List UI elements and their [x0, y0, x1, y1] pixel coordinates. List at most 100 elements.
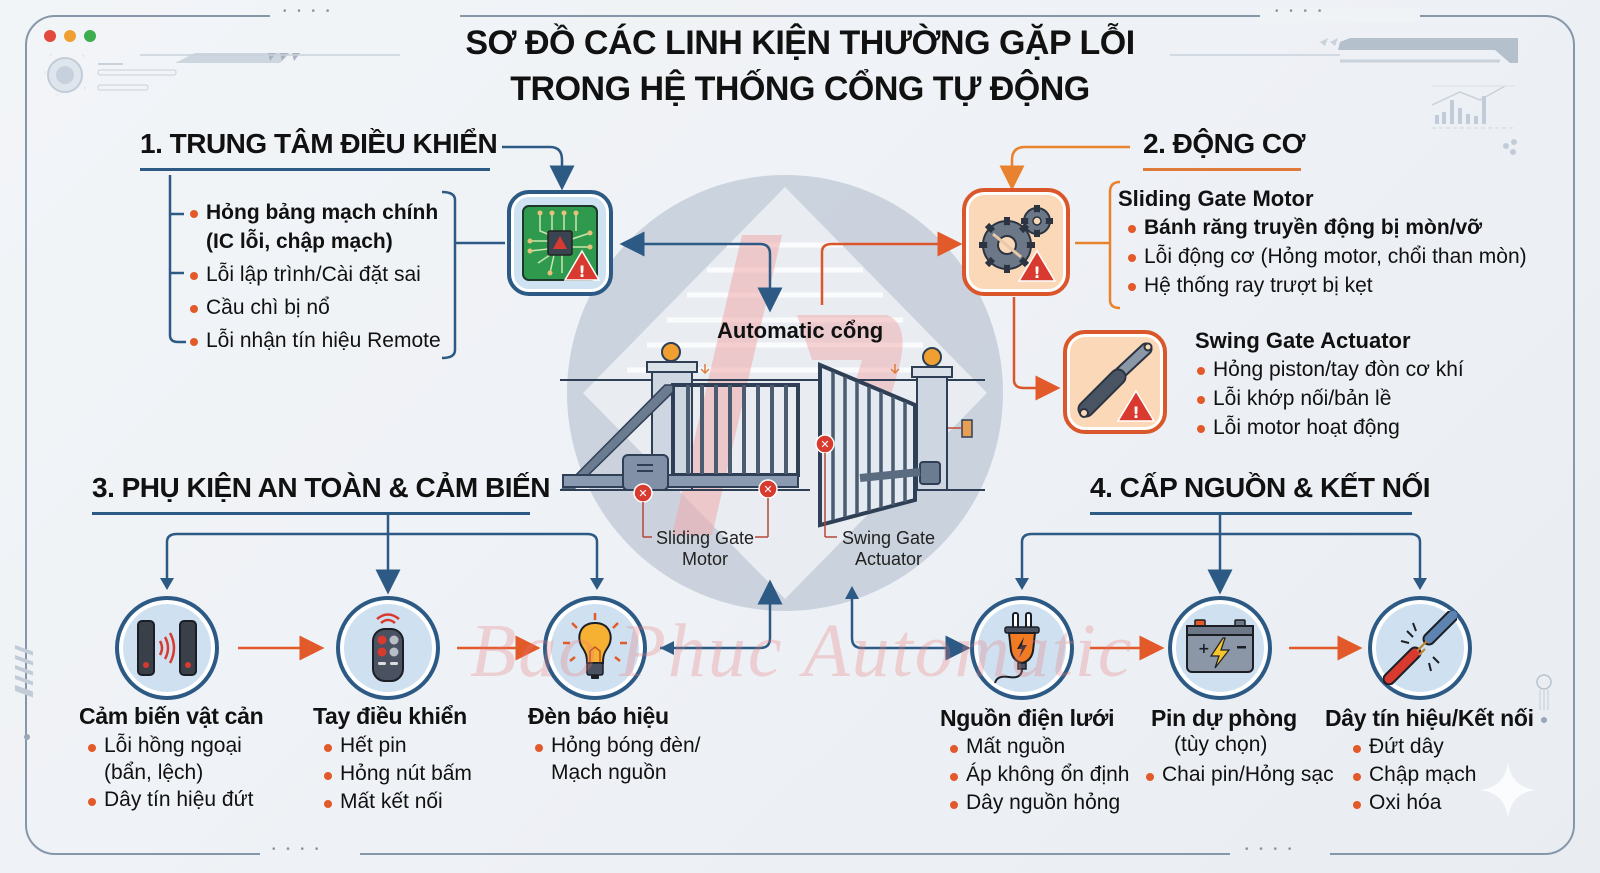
- gears-warning-icon: !: [979, 205, 1057, 282]
- section-underline: [92, 512, 530, 515]
- list-item: Hỏng piston/tay đòn cơ khí: [1195, 355, 1464, 384]
- list-item: Hệ thống ray trượt bị kẹt: [1126, 271, 1527, 300]
- photocell-sensor-icon: [137, 620, 197, 676]
- list-item: Lỗi động cơ (Hỏng motor, chổi than mòn): [1126, 242, 1527, 271]
- svg-text:!: !: [1033, 263, 1040, 282]
- actuator-warning-icon: !: [1077, 342, 1156, 422]
- list-item: Hết pin: [322, 732, 472, 760]
- caption-line: Actuator: [854, 549, 923, 569]
- section-title-control: 1. TRUNG TÂM ĐIỀU KHIỂN: [140, 128, 498, 159]
- sliding-gate-caption: Sliding Gate Motor: [650, 528, 760, 570]
- center-label: Automatic cổng: [717, 318, 884, 343]
- component-title: Cảm biến vật cản: [79, 703, 264, 729]
- header-decor-left-icon: [44, 53, 400, 96]
- power-plug-icon: [994, 612, 1040, 684]
- svg-text:!: !: [1132, 403, 1139, 422]
- component-fault-list: Mất nguồn Áp không ổn định Dây nguồn hỏn…: [948, 733, 1129, 817]
- list-item: Dây tín hiệu đứt: [86, 786, 253, 813]
- list-item: Lỗi khớp nối/bản lề: [1195, 384, 1464, 413]
- gate-illustration-icon: ✕ ✕ ✕: [560, 342, 985, 538]
- frame-gap: [260, 848, 360, 862]
- control-board-box: !: [507, 190, 613, 296]
- battery-icon: +: [1186, 619, 1254, 673]
- header-decor-right-icon: [1170, 38, 1518, 155]
- photocell-sensor-circle: [115, 596, 219, 700]
- component-title: Pin dự phòng: [1151, 705, 1297, 731]
- control-fault-list: Hỏng bảng mạch chính (IC lỗi, chập mạch)…: [188, 198, 441, 355]
- brand-watermark: Bao Phuc Automatic: [470, 609, 1134, 693]
- side-decor-left-icon: [15, 645, 33, 740]
- frame-gap: [270, 8, 460, 22]
- list-item-continuation: Mạch nguồn: [551, 761, 667, 784]
- list-item: Bánh răng truyền động bị mòn/vỡ: [1126, 213, 1527, 242]
- signal-cable-circle: [1368, 596, 1472, 700]
- list-item: Hỏng bảng mạch chính: [188, 198, 441, 227]
- list-item-continuation: (IC lỗi, chập mạch): [206, 230, 393, 253]
- swing-actuator-fault-list: Swing Gate Actuator Hỏng piston/tay đòn …: [1195, 326, 1464, 442]
- section-underline: [1143, 168, 1301, 171]
- list-item: Lỗi motor hoạt động: [1195, 413, 1464, 442]
- window-controls: [44, 30, 96, 42]
- component-title: Dây tín hiệu/Kết nối: [1325, 705, 1534, 731]
- component-title: Nguồn điện lưới: [940, 705, 1115, 731]
- remote-control-icon: [372, 613, 404, 682]
- decor-dots: • • • •: [272, 844, 323, 855]
- list-item: Cầu chì bị nổ: [188, 293, 441, 322]
- power-plug-circle: [970, 596, 1074, 700]
- page-title: SƠ ĐỒ CÁC LINH KIỆN THƯỜNG GẶP LỖI TRONG…: [380, 20, 1220, 112]
- section-title-safety: 3. PHỤ KIỆN AN TOÀN & CẢM BIẾN: [92, 472, 550, 503]
- remote-control-circle: [336, 596, 440, 700]
- close-dot-icon: [44, 30, 56, 42]
- list-item: Lỗi hồng ngoại: [86, 732, 253, 759]
- list-item-continuation: (bẩn, lệch): [104, 761, 204, 784]
- broken-cable-icon: [1383, 611, 1457, 685]
- caption-line: Swing Gate: [841, 528, 936, 548]
- component-title: Đèn báo hiệu: [528, 703, 669, 729]
- decor-dots: • • • •: [1245, 844, 1296, 855]
- section-title-power: 4. CẤP NGUỒN & KẾT NỐI: [1090, 472, 1431, 503]
- circuit-board-warning-icon: !: [522, 205, 600, 281]
- sliding-motor-fault-list: Sliding Gate Motor Bánh răng truyền động…: [1118, 184, 1527, 300]
- caption-line: Sliding Gate: [655, 528, 755, 548]
- list-item: Lỗi nhận tín hiệu Remote: [188, 326, 441, 355]
- section-underline: [1090, 512, 1412, 515]
- section-underline: [140, 168, 490, 171]
- battery-circle: +: [1168, 596, 1272, 700]
- swing-gate-caption: Swing Gate Actuator: [836, 528, 941, 570]
- svg-text:+: +: [1198, 641, 1210, 657]
- component-fault-list: Đứt dây Chập mạch Oxi hóa: [1351, 733, 1476, 817]
- title-line-2: TRONG HỆ THỐNG CỔNG TỰ ĐỘNG: [510, 70, 1090, 108]
- svg-text:!: !: [578, 262, 585, 281]
- component-fault-list: Hỏng bóng đèn/ Mạch nguồn: [533, 732, 700, 786]
- list-item: Áp không ổn định: [948, 761, 1129, 789]
- title-line-1: SƠ ĐỒ CÁC LINH KIỆN THƯỜNG GẶP LỖI: [465, 24, 1135, 62]
- list-item: Dây nguồn hỏng: [948, 789, 1129, 817]
- sliding-motor-title: Sliding Gate Motor: [1118, 186, 1314, 211]
- list-item: Đứt dây: [1351, 733, 1476, 761]
- decor-dots: • • • •: [1275, 6, 1326, 17]
- sparkle-icon: [1480, 762, 1536, 818]
- decor-dots: • • • •: [283, 6, 334, 17]
- list-item: Hỏng bóng đèn/: [533, 732, 700, 759]
- svg-text:✕: ✕: [638, 487, 647, 500]
- maximize-dot-icon: [84, 30, 96, 42]
- list-item: Hỏng nút bấm: [322, 760, 472, 788]
- minimize-dot-icon: [64, 30, 76, 42]
- warning-light-circle: [543, 596, 647, 700]
- component-subtitle: (tùy chọn): [1174, 733, 1268, 756]
- list-item: Oxi hóa: [1351, 789, 1476, 817]
- swing-actuator-title: Swing Gate Actuator: [1195, 328, 1411, 353]
- actuator-box: !: [1063, 330, 1167, 434]
- list-item: Lỗi lập trình/Cài đặt sai: [188, 260, 441, 289]
- side-decor-right-icon: [1536, 674, 1552, 723]
- caption-line: Motor: [681, 549, 728, 569]
- component-fault-list: Hết pin Hỏng nút bấm Mất kết nối: [322, 732, 472, 816]
- list-item: Mất nguồn: [948, 733, 1129, 761]
- svg-text:✕: ✕: [820, 438, 829, 451]
- component-fault-list: Lỗi hồng ngoại (bẩn, lệch) Dây tín hiệu …: [86, 732, 253, 813]
- frame-gap: [1260, 8, 1420, 22]
- svg-text:✕: ✕: [763, 483, 772, 496]
- list-item: Mất kết nối: [322, 788, 472, 816]
- list-item: Chai pin/Hỏng sạc: [1144, 761, 1334, 789]
